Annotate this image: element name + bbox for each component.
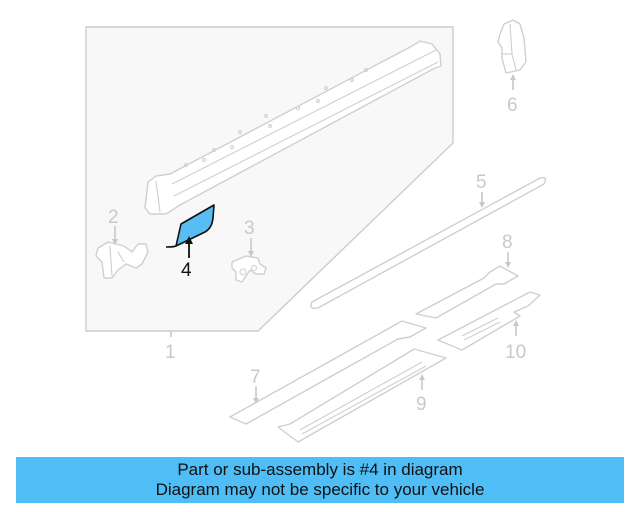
parts-diagram: 2 3 4 1 6 5 8 10	[85, 19, 547, 443]
molding-part-5-illustration	[310, 176, 547, 310]
banner-part-info: Part or sub-assembly is #4 in diagram	[177, 460, 463, 479]
sill-plate-part-9-illustration	[277, 348, 447, 443]
sill-plate-part-10-illustration	[437, 291, 541, 351]
callout-9[interactable]: 9	[416, 394, 427, 415]
rocker-panel-illustration	[144, 40, 442, 215]
callout-5[interactable]: 5	[476, 172, 487, 193]
info-banner: Part or sub-assembly is #4 in diagram Di…	[16, 457, 624, 503]
callout-1[interactable]: 1	[165, 342, 176, 363]
callout-3[interactable]: 3	[244, 218, 255, 239]
clip-part-3-illustration	[231, 255, 267, 283]
callout-6[interactable]: 6	[507, 95, 518, 116]
highlighted-part-4-illustration[interactable]	[165, 204, 215, 248]
callout-4[interactable]: 4	[181, 260, 192, 281]
banner-disclaimer: Diagram may not be specific to your vehi…	[155, 480, 485, 499]
callout-10[interactable]: 10	[505, 342, 526, 363]
scuff-plate-part-7-illustration	[229, 320, 427, 425]
callout-8[interactable]: 8	[502, 232, 513, 253]
scuff-plate-part-8-illustration	[415, 265, 519, 319]
bracket-part-6-illustration	[497, 19, 527, 74]
bracket-part-2-illustration	[95, 241, 149, 279]
callout-7[interactable]: 7	[250, 367, 261, 388]
callout-2[interactable]: 2	[108, 207, 119, 228]
